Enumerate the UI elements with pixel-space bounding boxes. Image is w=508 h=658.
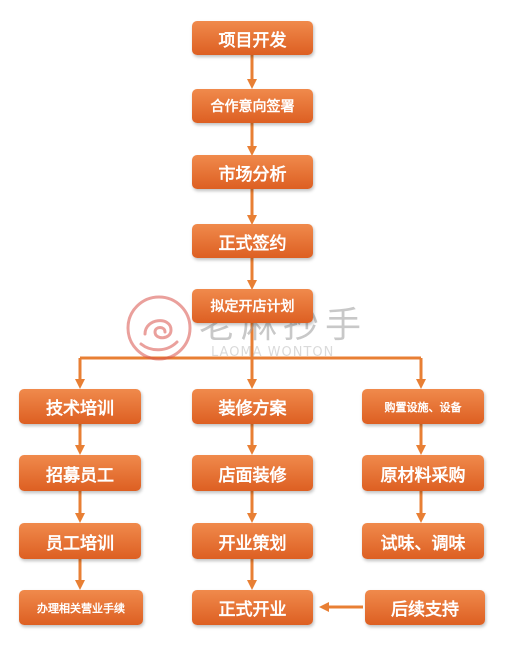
step-cooperation-intent: 合作意向签署 [192, 89, 313, 123]
step-opening-plan: 开业策划 [192, 523, 313, 559]
step-formal-contract: 正式签约 [192, 224, 313, 258]
step-business-license: 办理相关营业手续 [19, 590, 143, 625]
step-decoration-plan: 装修方案 [192, 389, 313, 424]
step-grand-opening: 正式开业 [192, 590, 313, 625]
step-recruit-staff: 招募员工 [19, 455, 141, 491]
step-staff-training: 员工培训 [19, 523, 141, 559]
step-tasting-seasoning: 试味、调味 [362, 523, 484, 559]
step-purchase-equipment: 购置设施、设备 [362, 389, 484, 424]
step-store-decoration: 店面装修 [192, 455, 313, 491]
step-market-analysis: 市场分析 [192, 155, 313, 189]
watermark-brand-en: LAOMA WONTON [211, 345, 335, 360]
step-raw-material-purchase: 原材料采购 [362, 455, 484, 491]
step-follow-up-support: 后续支持 [365, 590, 485, 625]
step-store-plan: 拟定开店计划 [192, 289, 313, 323]
step-tech-training: 技术培训 [19, 389, 141, 424]
watermark-logo-icon [126, 295, 192, 361]
step-project-development: 项目开发 [192, 21, 313, 55]
